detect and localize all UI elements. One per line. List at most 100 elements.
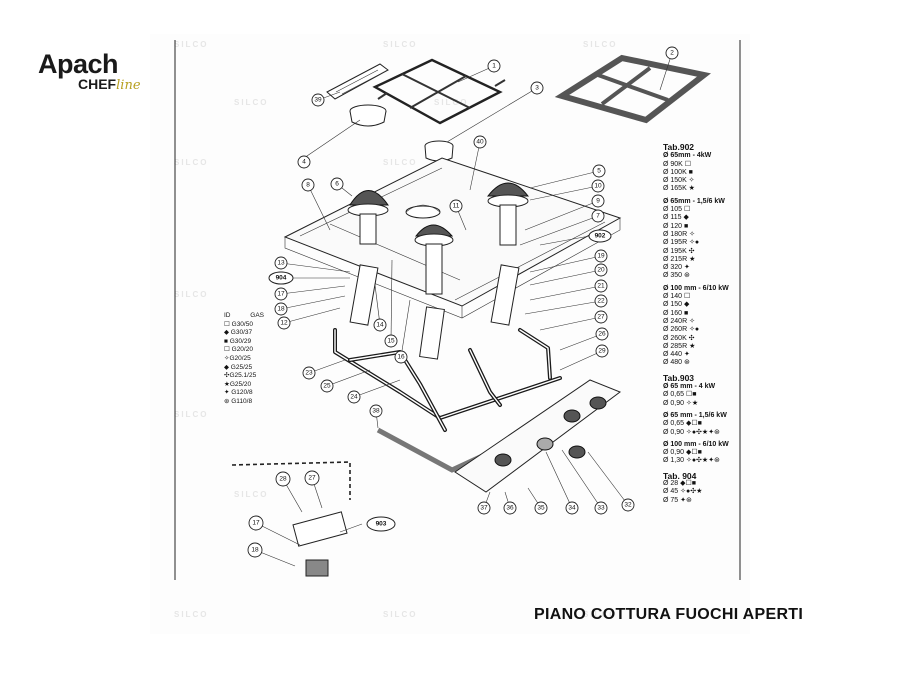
callout-25: 25 — [320, 379, 334, 393]
svg-text:1: 1 — [492, 63, 496, 70]
callout-15: 15 — [384, 334, 398, 348]
callout-13: 13 — [274, 256, 288, 270]
svg-text:8: 8 — [306, 182, 310, 189]
svg-text:902: 902 — [595, 233, 606, 240]
svg-text:23: 23 — [305, 370, 313, 377]
svg-text:40: 40 — [476, 139, 484, 146]
table-group-heading: Ø 65 mm - 4 kW — [663, 383, 716, 391]
gas-legend-row: ⊛ G110/8 — [224, 397, 253, 405]
callout-26: 26 — [595, 327, 609, 341]
callout-27: 27 — [594, 310, 608, 324]
svg-text:27: 27 — [597, 314, 605, 321]
svg-text:17: 17 — [277, 291, 285, 298]
table-row: Ø 100K ■ — [663, 168, 693, 176]
svg-text:27: 27 — [308, 475, 316, 482]
svg-text:21: 21 — [597, 283, 605, 290]
callout-32: 32 — [621, 498, 635, 512]
table-row: Ø 140 ☐ — [663, 293, 691, 301]
table-title: Tab.902 — [663, 142, 695, 152]
svg-text:19: 19 — [597, 253, 605, 260]
svg-text:10: 10 — [594, 183, 602, 190]
callout-7: 7 — [591, 209, 605, 223]
watermark: SILCO — [234, 98, 269, 107]
svg-text:3: 3 — [535, 85, 539, 92]
table-group-heading: Ø 65 mm - 1,5/6 kW — [663, 411, 727, 419]
burner-cap-small-part — [349, 104, 387, 127]
gas-legend-row: ★G25/20 — [224, 380, 252, 388]
callout-14: 14 — [373, 318, 387, 332]
table-row: Ø 120 ■ — [663, 222, 689, 230]
logo-brand-name: Apach — [38, 49, 119, 79]
callout-3: 3 — [530, 81, 544, 95]
table-row: Ø 350 ⊛ — [663, 272, 690, 280]
table-row: Ø 1,30 ✧●✣★✦⊛ — [663, 457, 720, 465]
callout-17: 17 — [274, 287, 288, 301]
callout-10: 10 — [591, 179, 605, 193]
gas-legend-gas-label: GAS — [250, 312, 264, 319]
svg-text:15: 15 — [387, 338, 395, 345]
callout-1: 1 — [487, 59, 501, 73]
table-group-heading: Ø 65mm - 1,5/6 kW — [663, 197, 725, 205]
gas-legend: ID GAS ☐ G30/50 ◆ G30/37 ■ G30/29 ☐ G20/… — [224, 312, 264, 407]
callout-38: 38 — [369, 404, 383, 418]
svg-text:12: 12 — [280, 320, 288, 327]
svg-text:17: 17 — [252, 520, 260, 527]
spark-strip-part — [326, 63, 389, 100]
callout-904: 904 — [268, 271, 294, 285]
watermark: SILCO — [583, 40, 618, 49]
watermark: SILCO — [234, 490, 269, 499]
table-row: Ø 90K ☐ — [663, 160, 692, 168]
burner-head-left — [347, 190, 389, 245]
callout-903: 903 — [366, 516, 396, 532]
svg-text:11: 11 — [453, 203, 460, 210]
svg-text:22: 22 — [597, 298, 605, 305]
callout-20: 20 — [594, 263, 608, 277]
table-row: Ø 165K ★ — [663, 185, 695, 193]
callout-27-detail: 27 — [304, 470, 320, 486]
burner-cap-part — [424, 140, 454, 162]
gas-legend-row: ◆ G25/25 — [224, 363, 253, 371]
watermark: SILCO — [174, 610, 209, 619]
svg-text:32: 32 — [624, 502, 632, 509]
gas-legend-row: ■ G30/29 — [224, 337, 252, 345]
callout-19: 19 — [594, 249, 608, 263]
gas-legend-row: ◆ G30/37 — [224, 329, 253, 337]
watermark: SILCO — [174, 158, 209, 167]
svg-text:25: 25 — [323, 383, 331, 390]
callout-8: 8 — [301, 178, 315, 192]
svg-text:28: 28 — [279, 476, 287, 483]
svg-text:7: 7 — [596, 213, 600, 220]
callout-39: 39 — [311, 93, 325, 107]
table-row: Ø 0,65 ☐■ — [663, 391, 697, 399]
detail-inset — [231, 461, 351, 577]
table-row: Ø 150K ✧ — [663, 177, 695, 185]
svg-text:29: 29 — [598, 348, 606, 355]
table-title: Tab. 904 — [663, 470, 697, 481]
svg-text:18: 18 — [277, 306, 285, 313]
callout-37: 37 — [477, 501, 491, 515]
callout-902: 902 — [588, 229, 612, 243]
svg-text:9: 9 — [596, 198, 600, 205]
table-group-heading: Ø 65mm - 4kW — [663, 152, 712, 160]
callout-23: 23 — [302, 366, 316, 380]
svg-text:20: 20 — [597, 267, 605, 274]
callout-6: 6 — [330, 177, 344, 191]
leader-lines — [254, 52, 673, 567]
gas-legend-row: ☐ G20/20 — [224, 346, 253, 354]
callout-17-detail: 17 — [248, 515, 264, 531]
svg-text:39: 39 — [314, 97, 322, 104]
venturi-tubes — [349, 264, 520, 360]
callout-9: 9 — [591, 194, 605, 208]
watermark: SILCO — [434, 98, 469, 107]
watermark: SILCO — [383, 610, 418, 619]
callout-5: 5 — [592, 164, 606, 178]
svg-text:904: 904 — [276, 275, 287, 282]
svg-text:33: 33 — [597, 505, 605, 512]
callout-29: 29 — [595, 344, 609, 358]
table-row: Ø 195R ✧● — [663, 239, 700, 247]
callout-35: 35 — [534, 501, 548, 515]
callout-21: 21 — [594, 279, 608, 293]
callout-18: 18 — [274, 302, 288, 316]
watermark: SILCO — [383, 158, 418, 167]
